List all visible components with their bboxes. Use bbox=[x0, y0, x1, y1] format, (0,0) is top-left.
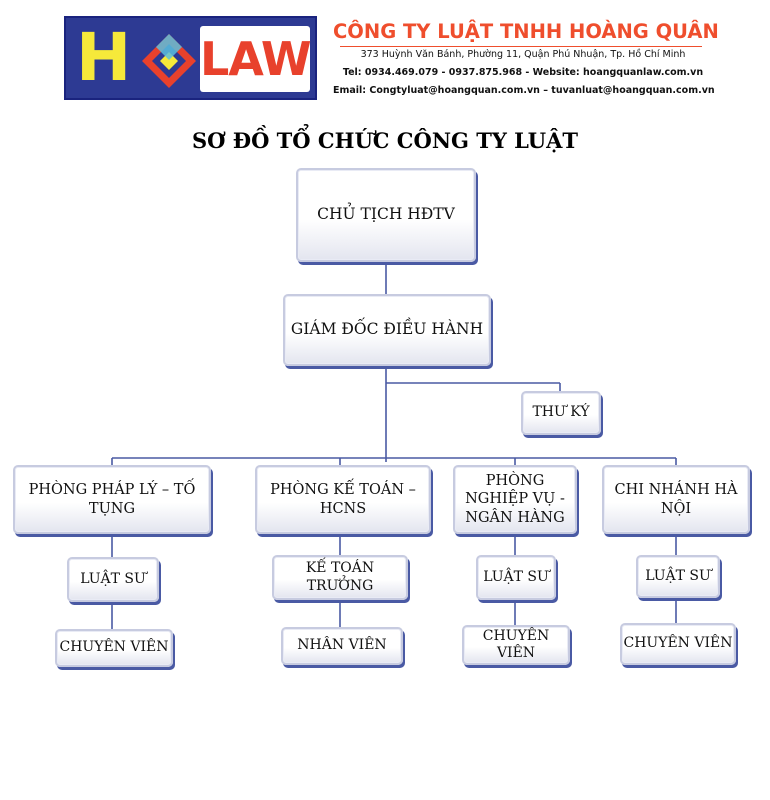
staff-label: NHÂN VIÊN bbox=[297, 637, 387, 654]
director-label: GIÁM ĐỐC ĐIỀU HÀNH bbox=[290, 320, 484, 339]
header-divider bbox=[340, 46, 702, 47]
logo-letter-h: H bbox=[76, 19, 132, 96]
director-box: GIÁM ĐỐC ĐIỀU HÀNH bbox=[283, 294, 491, 366]
letterhead: H LAW CÔNG TY LUẬT TNHH HOÀNG QUÂN 373 H… bbox=[0, 0, 770, 110]
department-label: CHI NHÁNH HÀ NỘI bbox=[614, 482, 738, 517]
lead-label: KẾ TOÁN TRƯỞNG bbox=[305, 560, 375, 594]
department-label: PHÒNG KẾ TOÁN – HCNS bbox=[270, 482, 416, 517]
department-box: PHÒNG NGHIỆP VỤ - NGÂN HÀNG bbox=[453, 465, 577, 534]
staff-box: NHÂN VIÊN bbox=[281, 627, 403, 665]
company-address: 373 Huỳnh Văn Bánh, Phường 11, Quận Phú … bbox=[360, 49, 686, 60]
logo-diamond-icon bbox=[142, 34, 196, 88]
department-box: PHÒNG PHÁP LÝ – TỐ TỤNG bbox=[13, 465, 211, 534]
chairman-box: CHỦ TỊCH HĐTV bbox=[296, 168, 476, 262]
lead-box: KẾ TOÁN TRƯỞNG bbox=[272, 555, 408, 600]
lead-label: LUẬT SƯ bbox=[483, 568, 549, 585]
chart-title: SƠ ĐỒ TỔ CHỨC CÔNG TY LUẬT bbox=[191, 128, 579, 153]
lead-box: LUẬT SƯ bbox=[636, 555, 720, 598]
company-name: CÔNG TY LUẬT TNHH HOÀNG QUÂN bbox=[333, 20, 719, 43]
staff-label: CHUYÊN VIÊN bbox=[482, 627, 550, 662]
staff-label: CHUYÊN VIÊN bbox=[59, 639, 169, 656]
department-box: CHI NHÁNH HÀ NỘI bbox=[602, 465, 750, 534]
lead-box: LUẬT SƯ bbox=[476, 555, 556, 600]
lead-box: LUẬT SƯ bbox=[67, 557, 159, 602]
staff-label: CHUYÊN VIÊN bbox=[623, 635, 733, 652]
lead-label: LUẬT SƯ bbox=[80, 570, 146, 587]
company-contact: Tel: 0934.469.079 - 0937.875.968 - Websi… bbox=[342, 67, 704, 78]
company-logo: H LAW bbox=[64, 16, 317, 100]
secretary-box: THƯ KÝ bbox=[521, 391, 601, 435]
logo-law-panel: LAW bbox=[200, 26, 312, 92]
chairman-label: CHỦ TỊCH HĐTV bbox=[317, 205, 455, 224]
secretary-label: THƯ KÝ bbox=[532, 404, 590, 421]
lead-label: LUẬT SƯ bbox=[645, 567, 711, 584]
company-email: Email: Congtyluat@hoangquan.com.vn – tuv… bbox=[333, 85, 715, 96]
staff-box: CHUYÊN VIÊN bbox=[55, 629, 173, 667]
department-box: PHÒNG KẾ TOÁN – HCNS bbox=[255, 465, 431, 534]
department-label: PHÒNG PHÁP LÝ – TỐ TỤNG bbox=[28, 482, 196, 517]
staff-box: CHUYÊN VIÊN bbox=[462, 625, 570, 665]
logo-law-text: LAW bbox=[200, 32, 312, 86]
staff-box: CHUYÊN VIÊN bbox=[620, 623, 736, 665]
department-label: PHÒNG NGHIỆP VỤ - NGÂN HÀNG bbox=[465, 473, 565, 526]
